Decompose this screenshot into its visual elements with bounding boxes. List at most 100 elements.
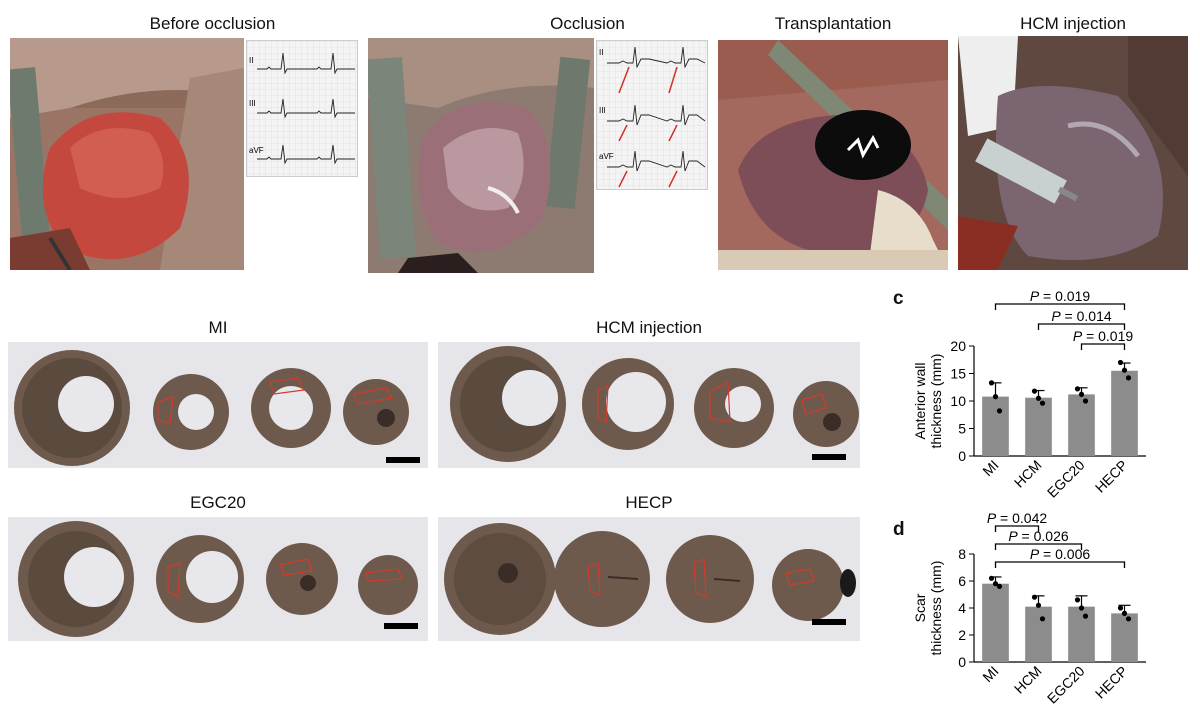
scale-bar: [812, 454, 846, 460]
x-tick-label: MI: [979, 457, 1001, 479]
significance-bracket: [1037, 323, 1126, 330]
heart-slice: [694, 368, 774, 448]
heart-slice: [14, 350, 130, 466]
ecg-lead-label: aVF: [599, 152, 614, 161]
significance-bracket: [994, 561, 1126, 568]
section-title-hecp: HECP: [625, 493, 673, 512]
heart-slice: [793, 381, 859, 447]
heart-slice: [251, 368, 331, 448]
section-title-hcm-injection: HCM injection: [596, 318, 702, 337]
st-elevation-arrow: [668, 170, 678, 188]
data-point: [988, 575, 995, 581]
data-point: [1117, 359, 1124, 366]
data-point: [1078, 391, 1085, 397]
st-elevation-arrow: [668, 66, 678, 94]
heart-slice: [666, 535, 754, 623]
ecg-lead-label: II: [249, 56, 253, 65]
x-tick-label: EGC20: [1044, 663, 1088, 707]
ecg-lead-label: III: [249, 99, 256, 108]
bar: [1068, 606, 1095, 662]
st-elevation-arrow: [618, 66, 630, 94]
data-point: [1125, 375, 1132, 381]
data-point: [1078, 605, 1085, 611]
y-tick-label: 0: [958, 448, 966, 464]
st-elevation-arrow: [618, 170, 628, 188]
y-axis-label: Scarthickness (mm): [912, 561, 944, 656]
heart-slice: [18, 521, 134, 637]
data-point: [996, 408, 1003, 414]
data-point: [1039, 400, 1046, 406]
scale-bar: [812, 619, 846, 625]
bar: [1068, 394, 1095, 456]
p-value-label: P = 0.026: [1008, 528, 1069, 544]
scale-bar: [386, 457, 420, 463]
st-elevation-arrow: [618, 124, 628, 142]
heart-photo-before-occlusion: [10, 38, 244, 270]
data-point: [1121, 367, 1128, 373]
heart-slice: [554, 531, 650, 627]
heart-photo-transplantation: [718, 40, 948, 270]
x-tick-label: MI: [979, 663, 1001, 685]
y-tick-label: 10: [950, 393, 966, 409]
significance-bracket: [1080, 343, 1126, 350]
panel-title-before-occlusion: Before occlusion: [149, 14, 276, 33]
panel-letter-d: d: [893, 519, 905, 540]
panel-title-hcm-injection-top: HCM injection: [1020, 14, 1126, 33]
y-tick-label: 2: [958, 627, 966, 643]
p-value-label: P = 0.014: [1051, 308, 1112, 324]
ecg-lead-label: II: [599, 48, 603, 57]
x-tick-label: HCM: [1011, 663, 1045, 697]
p-value-label: P = 0.006: [1030, 546, 1091, 562]
data-point: [988, 380, 995, 386]
ecg-trace-occlusion: II III aVF: [596, 40, 708, 190]
heart-slice: [156, 535, 244, 623]
heart-slice: [343, 379, 409, 445]
heart-slice: [266, 543, 338, 615]
data-point: [1074, 386, 1081, 392]
data-point: [1035, 395, 1042, 401]
heart-slices-egc20: [8, 517, 428, 641]
heart-photo-occlusion: [368, 38, 594, 273]
y-axis-label: Anterior wallthickness (mm): [912, 354, 944, 449]
section-title-egc20: EGC20: [190, 493, 246, 512]
x-tick-label: EGC20: [1044, 457, 1088, 501]
data-point: [1082, 398, 1089, 404]
data-point: [992, 394, 999, 400]
x-tick-label: HECP: [1092, 663, 1131, 702]
data-point: [992, 581, 999, 587]
heart-slice: [772, 549, 856, 621]
ecg-lead-label: III: [599, 106, 606, 115]
data-point: [1121, 610, 1128, 616]
bar: [1025, 397, 1052, 456]
data-point: [1031, 594, 1038, 600]
bar: [1025, 606, 1052, 662]
p-value-label: P = 0.042: [987, 510, 1048, 526]
significance-bracket: [994, 303, 1126, 310]
heart-photo-hcm-injection: [958, 36, 1188, 270]
panel-letter-c: c: [893, 288, 904, 309]
ecg-trace-before-occlusion: II III aVF: [246, 40, 358, 177]
x-tick-label: HECP: [1092, 457, 1131, 496]
heart-slice: [153, 374, 229, 450]
bar: [1111, 613, 1138, 662]
data-point: [1082, 613, 1089, 619]
data-point: [1074, 597, 1081, 603]
st-elevation-arrow: [668, 124, 678, 142]
section-title-mi: MI: [208, 318, 228, 337]
heart-slice: [444, 523, 556, 635]
heart-slice: [450, 346, 566, 462]
heart-slices-mi: [8, 342, 428, 468]
heart-slices-hecp: [438, 517, 860, 641]
x-tick-label: HCM: [1011, 457, 1045, 491]
y-tick-label: 6: [958, 573, 966, 589]
p-value-label: P = 0.019: [1073, 328, 1134, 344]
bar: [982, 583, 1009, 662]
data-point: [1117, 605, 1124, 611]
significance-bracket: [994, 543, 1083, 550]
heart-slice: [358, 555, 418, 615]
significance-bracket: [994, 525, 1040, 532]
y-tick-label: 8: [958, 546, 966, 562]
bar: [1111, 370, 1138, 456]
data-point: [1031, 388, 1038, 394]
